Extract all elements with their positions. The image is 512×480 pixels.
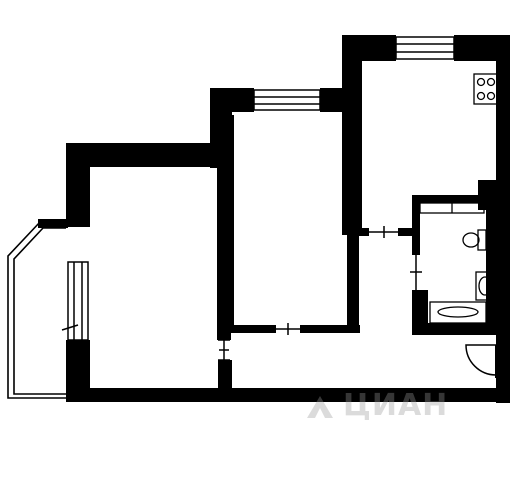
balcony bbox=[7, 219, 70, 399]
wall-r1-left-upper bbox=[66, 143, 90, 227]
wall-r1-top bbox=[66, 143, 228, 167]
wall-k-right bbox=[496, 35, 510, 190]
washing-unit-icon bbox=[419, 202, 485, 214]
watermark-text: ЦИАН bbox=[343, 388, 449, 423]
wall-b-bottom bbox=[412, 323, 498, 335]
wall-r1-bottom bbox=[66, 388, 232, 402]
wall-b-left-top bbox=[412, 195, 420, 255]
wall-r2-bottom-right bbox=[300, 325, 360, 333]
wall-b-top bbox=[412, 195, 492, 203]
stove-icon bbox=[473, 73, 499, 105]
walls bbox=[66, 35, 510, 403]
wall-k-bottom-left bbox=[347, 228, 369, 236]
watermark: ЦИАН bbox=[305, 388, 448, 423]
doors bbox=[61, 226, 497, 378]
wall-r2-mid bbox=[226, 115, 234, 330]
window-kitchen bbox=[395, 36, 455, 60]
wall-h-bottom bbox=[226, 388, 510, 402]
wall-b-right bbox=[486, 195, 510, 335]
bathtub-icon bbox=[429, 301, 487, 324]
wall-h-right bbox=[496, 335, 510, 403]
window-room1-balcony bbox=[67, 261, 89, 341]
wall-r2-bottom-left bbox=[226, 325, 276, 333]
window-room2 bbox=[253, 89, 321, 111]
wall-h-left bbox=[218, 360, 232, 402]
toilet-icon bbox=[462, 229, 487, 251]
wall-k-bottom-right bbox=[398, 228, 418, 236]
cian-logo-icon bbox=[307, 395, 333, 418]
wall-k-left bbox=[342, 35, 362, 235]
windows bbox=[67, 36, 455, 341]
sink-icon bbox=[475, 271, 492, 301]
